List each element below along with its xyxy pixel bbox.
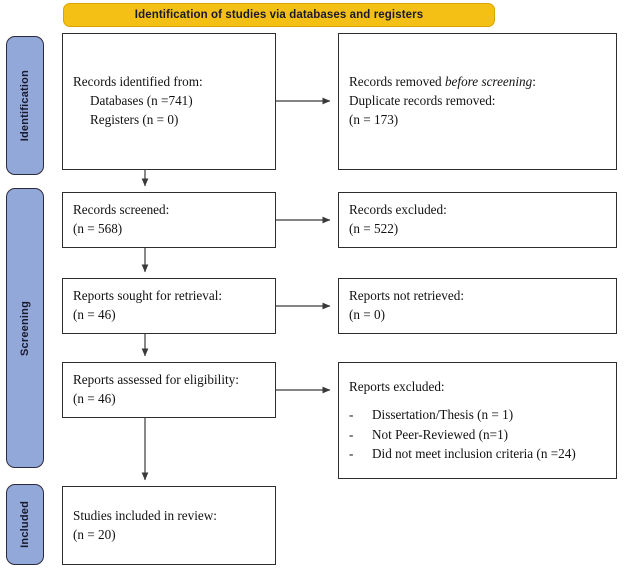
list-item: - Not Peer-Reviewed (n=1) [349,425,606,444]
box-reports-excluded: Reports excluded: - Dissertation/Thesis … [338,362,617,479]
records-identified-databases: Databases (n =741) [90,93,193,109]
reports-not-retrieved-label: Reports not retrieved: [349,288,464,304]
records-identified-line1: Records identified from: [73,74,203,90]
records-screened-count: (n = 568) [73,221,123,236]
records-removed-prefix: Records removed [349,74,445,90]
records-removed-emphasis: before screening [444,74,533,90]
list-item: - Did not meet inclusion criteria (n =24… [349,444,606,463]
bullet-dash-icon: - [349,426,354,442]
records-removed-line1: Records removed before screening: [349,73,606,92]
box-reports-not-retrieved: Reports not retrieved: (n = 0) [338,278,617,334]
reports-excluded-item-2: Not Peer-Reviewed (n=1) [372,426,509,442]
box-studies-included: Studies included in review: (n = 20) [62,486,276,565]
stage-pill-identification: Identification [6,36,44,175]
box-records-identified: Records identified from: Databases (n =7… [62,33,276,170]
reports-excluded-item-3: Did not meet inclusion criteria (n =24) [372,446,576,461]
diagram-title: Identification of studies via databases … [134,9,424,21]
stage-pill-included: Included [6,484,44,565]
reports-not-retrieved-count: (n = 0) [349,307,386,322]
bullet-dash-icon: - [349,446,354,461]
reports-assessed-count: (n = 46) [73,391,116,406]
records-removed-line2: Duplicate records removed: [349,93,496,109]
bullet-dash-icon: - [349,407,354,423]
records-removed-colon: : [532,74,536,90]
stage-pill-screening: Screening [6,188,44,468]
reports-excluded-list: - Dissertation/Thesis (n = 1) - Not Peer… [349,405,606,463]
box-records-removed: Records removed before screening: Duplic… [338,33,617,170]
box-records-excluded: Records excluded: (n = 522) [338,192,617,248]
records-screened-label: Records screened: [73,202,170,218]
records-excluded-label: Records excluded: [349,202,447,218]
reports-excluded-heading: Reports excluded: [349,378,445,394]
list-item: - Dissertation/Thesis (n = 1) [349,405,606,424]
records-removed-count: (n = 173) [349,111,399,127]
diagram-title-banner: Identification of studies via databases … [63,3,495,27]
reports-assessed-label: Reports assessed for eligibility: [73,372,239,388]
records-excluded-count: (n = 522) [349,221,399,236]
reports-sought-label: Reports sought for retrieval: [73,288,223,304]
studies-included-label: Studies included in review: [73,507,217,523]
box-reports-assessed: Reports assessed for eligibility: (n = 4… [62,362,276,418]
box-reports-sought: Reports sought for retrieval: (n = 46) [62,278,276,334]
records-identified-registers: Registers (n = 0) [90,111,179,127]
box-records-screened: Records screened: (n = 568) [62,192,276,248]
studies-included-count: (n = 20) [73,526,116,542]
reports-sought-count: (n = 46) [73,307,116,322]
reports-excluded-item-1: Dissertation/Thesis (n = 1) [372,407,514,423]
